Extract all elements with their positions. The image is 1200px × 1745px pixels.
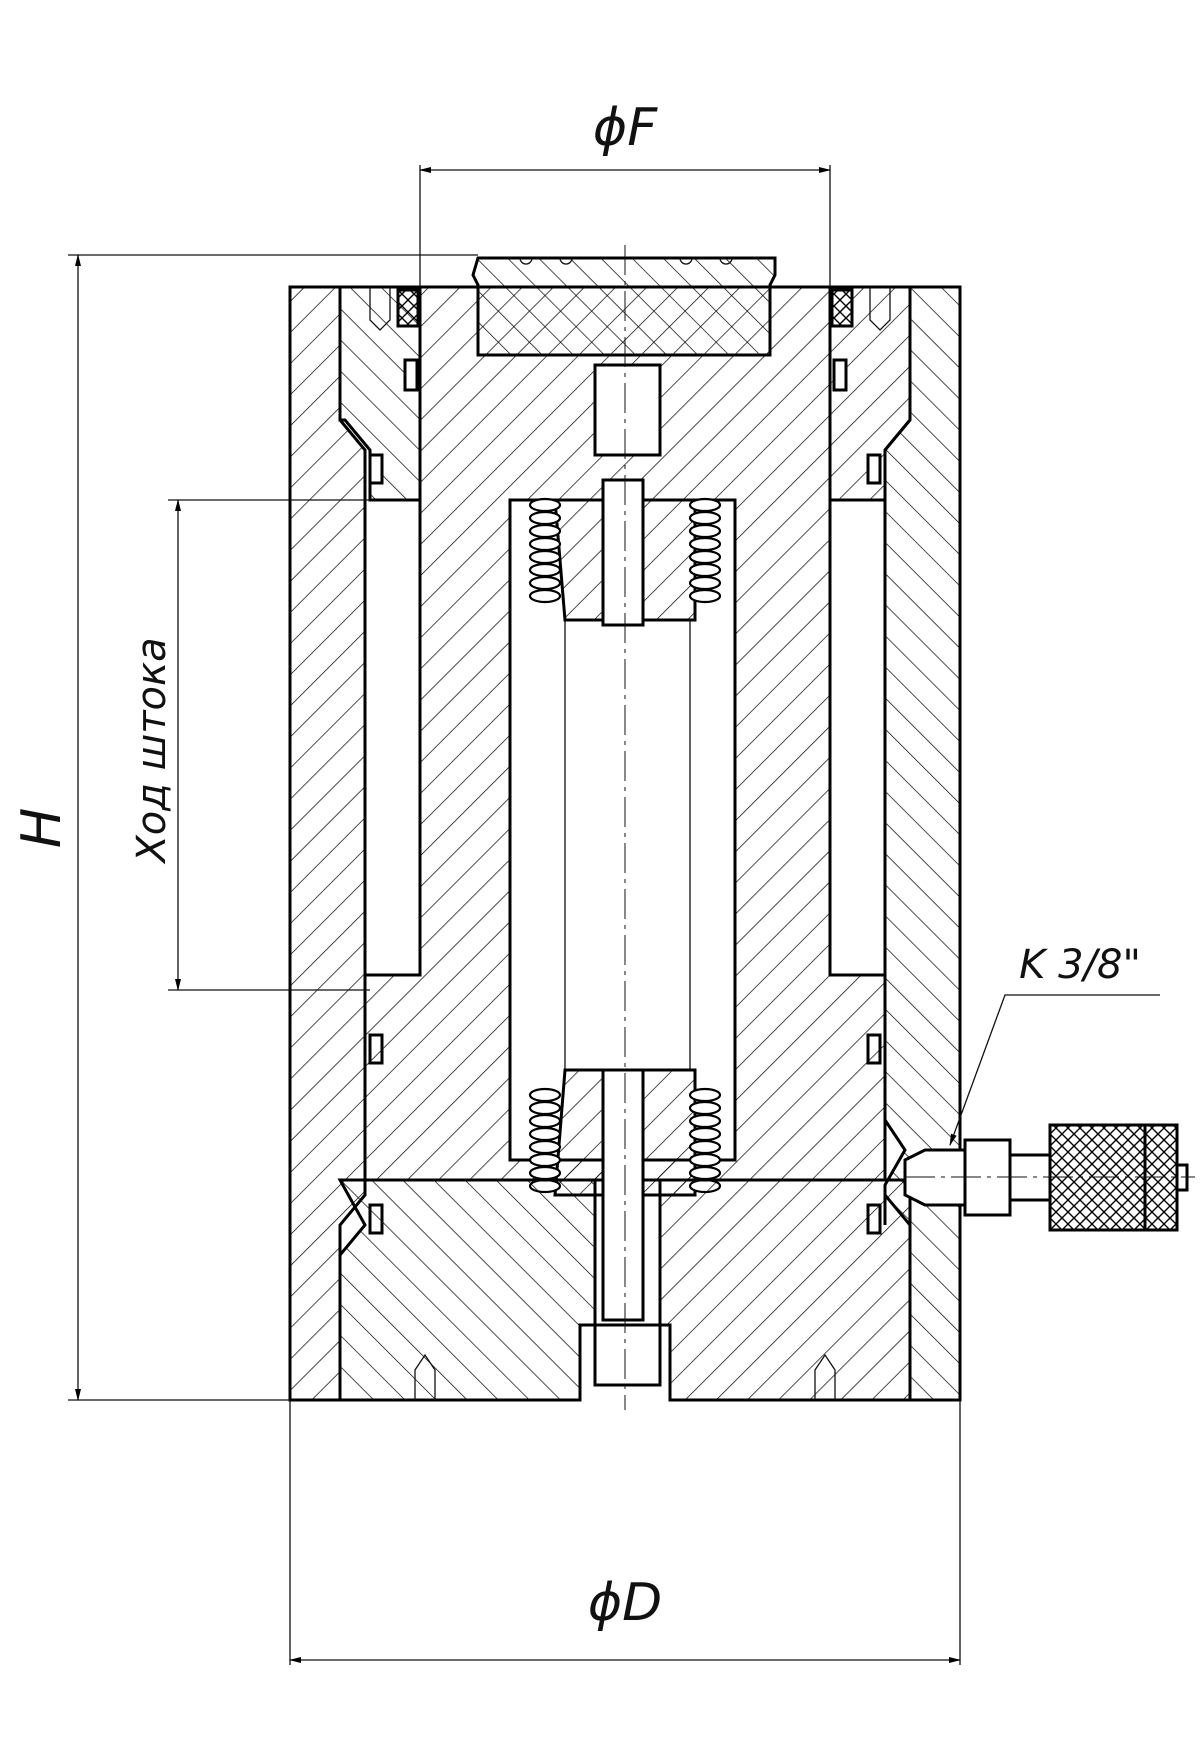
spring-coil [528,1100,562,1116]
spring-coil [688,1165,722,1181]
stroke-label: Ход штока [129,637,175,864]
spring-coil [688,575,722,591]
spring-coil [528,1126,562,1142]
spring-coil [528,588,562,604]
spring-coil [688,1087,722,1103]
spring-coil [688,510,722,526]
quick-coupler [903,1123,1195,1232]
upper-gland [338,285,912,502]
spring-coil [688,549,722,565]
spring-coil [528,1152,562,1168]
spring-coil [688,1100,722,1116]
body-diameter-label: ϕD [588,1573,662,1633]
spring-coil [688,1126,722,1142]
inner-bore [508,363,737,1387]
spring-coil [528,1113,562,1129]
spring-coil [528,549,562,565]
dimension-flange-diameter: ϕF [419,98,831,287]
spring-coil [528,523,562,539]
spring-coil [688,1139,722,1155]
spring-coil [528,1139,562,1155]
spring-coil [688,536,722,552]
spring-coil [528,1087,562,1103]
spring-coil [528,562,562,578]
spring-coil [688,562,722,578]
port-thread-callout: K 3/8" [949,942,1160,1146]
spring-coil [528,510,562,526]
saddle-cap [471,256,777,357]
spring-coil [688,497,722,513]
spring-coil [528,1165,562,1181]
spring-coil [688,1152,722,1168]
dimension-body-diameter: ϕD [289,1400,961,1665]
spring-coil [688,523,722,539]
port-thread-label: K 3/8" [1019,942,1141,988]
spring-coil [688,1113,722,1129]
spring-coil [688,588,722,604]
spring-coil [528,575,562,591]
dimension-stroke: Ход штока [129,499,370,991]
flange-diameter-label: ϕF [593,98,658,158]
dimension-height: H [10,254,478,1401]
spring-coil [528,536,562,552]
height-label: H [10,808,73,849]
spring-coil [528,497,562,513]
base-plate [337,1178,912,1402]
